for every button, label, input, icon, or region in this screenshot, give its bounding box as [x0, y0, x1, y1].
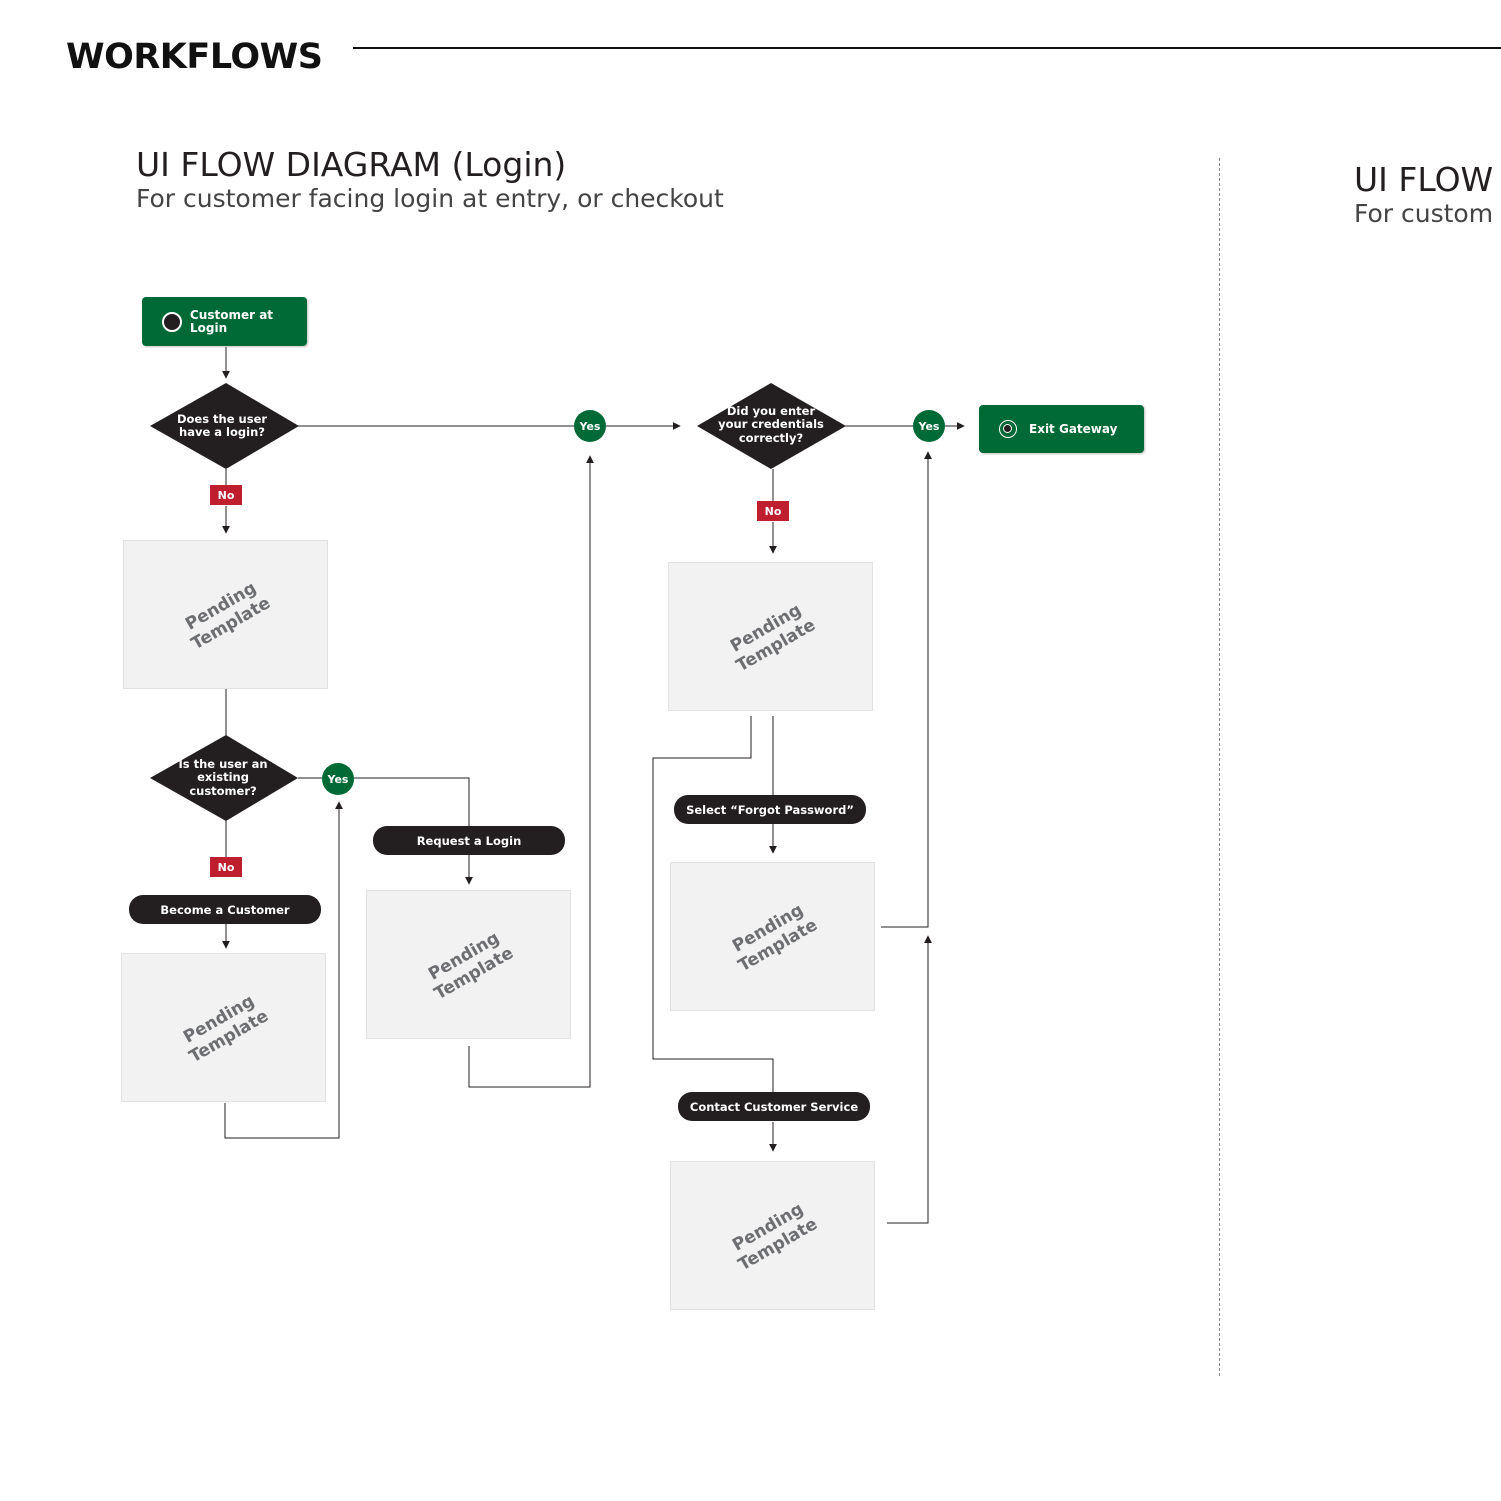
section-divider: [1219, 158, 1220, 1376]
start-node-label: Customer at Login: [190, 307, 274, 335]
decision-credentials-correct: Did you enter your credentials correctly…: [718, 403, 824, 445]
start-circle-icon: [162, 311, 182, 332]
exit-target-icon: [999, 420, 1017, 438]
pending-template-placeholder: Pending Template: [121, 953, 326, 1102]
pending-template-label: Pending Template: [181, 577, 274, 654]
yes-badge: Yes: [322, 763, 354, 795]
pending-template-label: Pending Template: [728, 1198, 821, 1275]
request-login-action[interactable]: Request a Login: [373, 826, 565, 855]
pending-template-placeholder: Pending Template: [366, 890, 571, 1039]
decision-existing-customer: Is the user an existing customer?: [178, 756, 268, 798]
no-badge: No: [757, 501, 789, 521]
pending-template-placeholder: Pending Template: [668, 562, 873, 711]
next-diagram-subtitle: For custom: [1354, 199, 1494, 228]
pending-template-label: Pending Template: [179, 990, 272, 1067]
contact-service-action[interactable]: Contact Customer Service: [678, 1092, 870, 1121]
no-badge: No: [210, 485, 242, 505]
pending-template-placeholder: Pending Template: [670, 862, 875, 1011]
exit-node-label: Exit Gateway: [1029, 421, 1118, 436]
diagram-subtitle: For customer facing login at entry, or c…: [136, 184, 724, 213]
page-title: WORKFLOWS: [66, 37, 323, 77]
start-node[interactable]: Customer at Login: [142, 297, 307, 346]
pending-template-label: Pending Template: [424, 927, 517, 1004]
pending-template-label: Pending Template: [726, 599, 819, 676]
header-rule: [353, 47, 1501, 49]
pending-template-label: Pending Template: [728, 899, 821, 976]
diagram-title: UI FLOW DIAGRAM (Login): [136, 145, 567, 184]
decision-has-login: Does the user have a login?: [176, 411, 268, 439]
pending-template-placeholder: Pending Template: [670, 1161, 875, 1310]
no-badge: No: [210, 857, 242, 877]
next-diagram-title: UI FLOW: [1354, 162, 1494, 198]
forgot-password-action[interactable]: Select “Forgot Password”: [674, 795, 866, 824]
exit-node[interactable]: Exit Gateway: [979, 405, 1144, 453]
decision-diamond: [150, 735, 298, 821]
decision-diamond: [697, 383, 846, 469]
pending-template-placeholder: Pending Template: [123, 540, 328, 689]
yes-badge: Yes: [574, 410, 606, 442]
decision-diamond: [150, 383, 299, 469]
become-customer-action[interactable]: Become a Customer: [129, 895, 321, 924]
yes-badge: Yes: [913, 410, 945, 442]
